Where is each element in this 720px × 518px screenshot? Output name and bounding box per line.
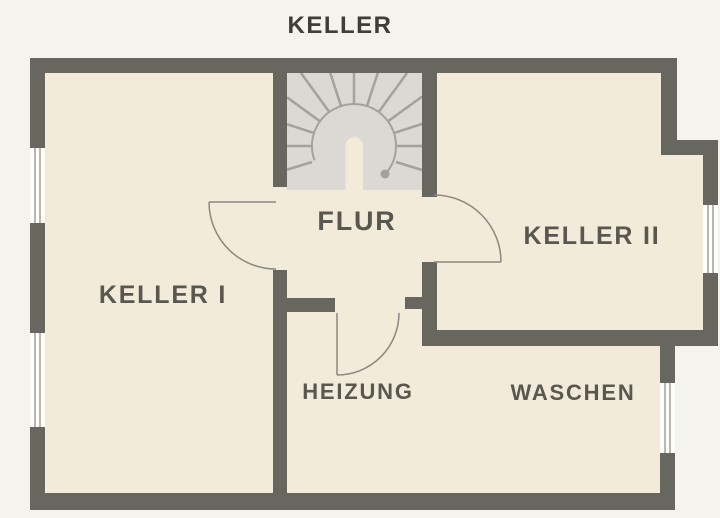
wall-stair-left-upper: [273, 73, 287, 187]
window-right-lower: [660, 383, 675, 453]
window-left-upper: [30, 148, 45, 223]
stair-tread-line: [387, 95, 423, 123]
window-left-lower: [30, 333, 45, 427]
walk-line-end-dot: [380, 169, 390, 179]
stair-newel-post: [345, 137, 363, 191]
wall-keller1-lower: [273, 270, 287, 493]
door-heizung-swing-arc: [336, 312, 400, 376]
stair-tread-line: [395, 160, 423, 172]
room-label-flur: FLUR: [317, 206, 396, 236]
wall-flur-south: [273, 298, 335, 312]
door-keller2-swing-arc: [433, 194, 502, 263]
stair-tread-line: [393, 122, 423, 135]
room-label-keller-ii: KELLER II: [523, 222, 660, 250]
building-footprint: [30, 58, 718, 510]
stair-walk-line: [311, 103, 397, 175]
wall-stair-right-upper: [422, 73, 437, 197]
stair-tread-line: [377, 72, 409, 113]
wall-top: [30, 58, 677, 73]
wall-flur-right-lower: [422, 262, 437, 330]
room-label-keller-i: KELLER I: [99, 281, 227, 309]
door-keller1-swing-arc: [208, 201, 277, 270]
wall-flur-south-stub: [405, 297, 422, 309]
stair-tread-line: [286, 96, 321, 123]
stair-tread-line: [329, 72, 343, 107]
wall-left: [30, 58, 45, 510]
stair-tread-line: [365, 72, 379, 107]
stair-tread-line: [285, 160, 313, 172]
plan-title: KELLER: [287, 12, 393, 39]
room-label-waschen: WASCHEN: [510, 380, 635, 405]
stair-tread-line: [286, 123, 315, 135]
window-right-upper: [703, 205, 718, 273]
wall-right-upper: [661, 58, 677, 155]
wall-keller2-south: [422, 330, 675, 346]
room-label-heizung: HEIZUNG: [302, 379, 414, 404]
stair-tread-line: [299, 72, 331, 113]
wall-bottom: [30, 493, 675, 510]
